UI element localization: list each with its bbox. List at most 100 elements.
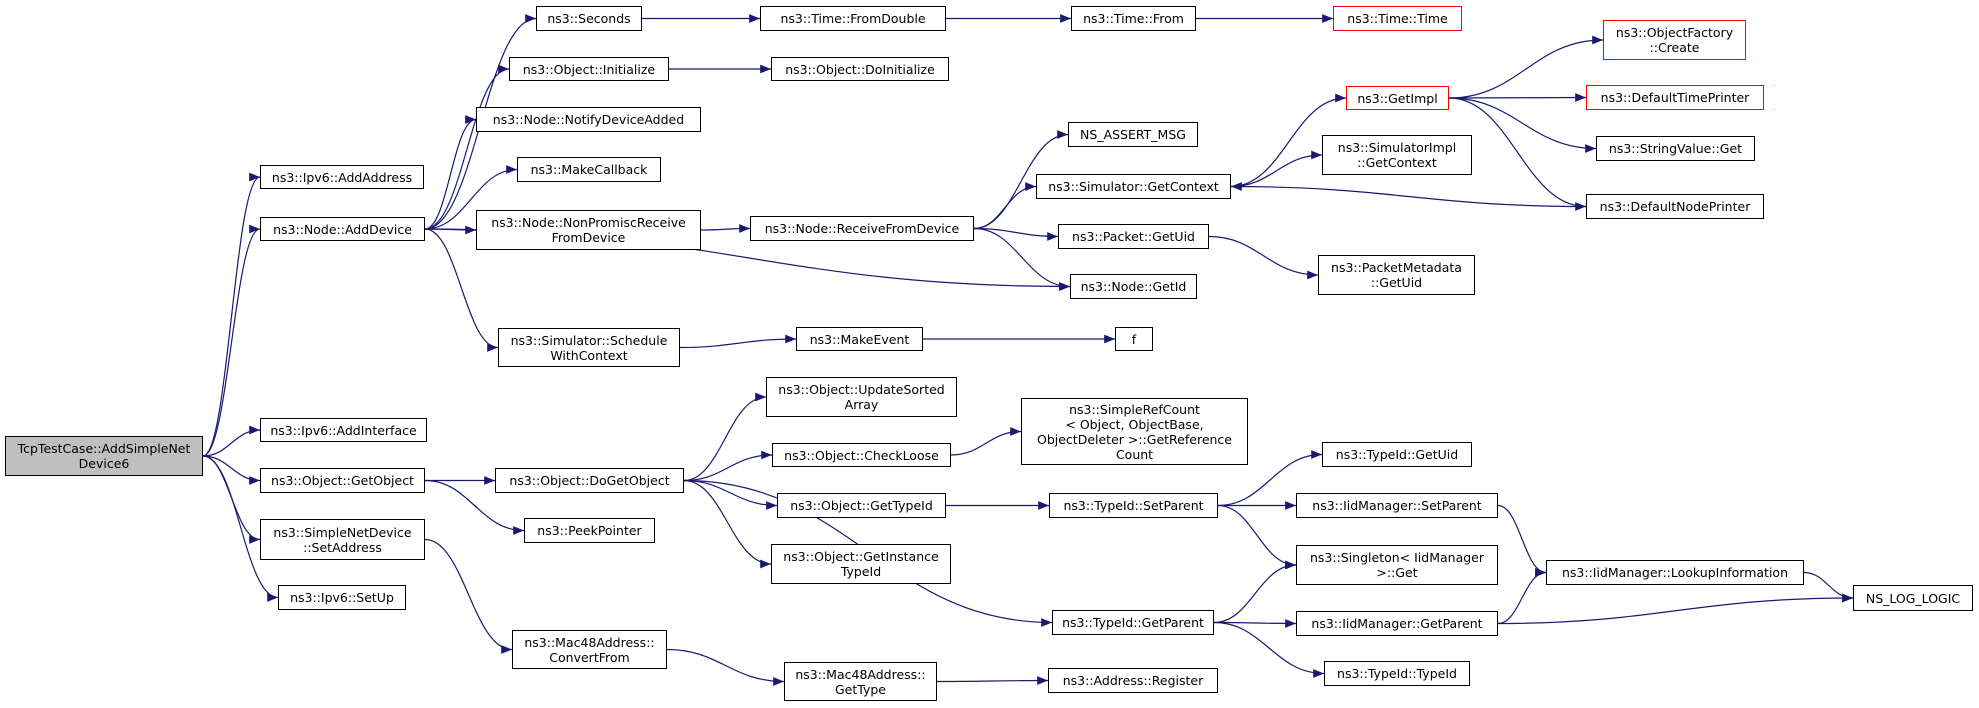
node-label-line: ns3::Node::NonPromiscReceive [491,215,686,230]
node-defaulttimeprinter[interactable]: ns3::DefaultTimePrinter [1586,85,1764,110]
node-node-getid[interactable]: ns3::Node::GetId [1070,274,1197,299]
node-label-line: ns3::Object::DoGetObject [509,473,670,488]
node-simplerefcount[interactable]: ns3::SimpleRefCount< Object, ObjectBase,… [1021,398,1248,465]
node-label-line: ns3::SimulatorImpl [1337,140,1457,155]
edge-node-adddevice-to-simulator-schedulewithcontext [424,228,499,352]
node-address-register[interactable]: ns3::Address::Register [1048,668,1218,693]
node-mac48-convertfrom[interactable]: ns3::Mac48Address::ConvertFrom [512,630,667,669]
node-packetmetadata-getuid[interactable]: ns3::PacketMetadata::GetUid [1318,255,1475,295]
edge-node-receivefromdevice-to-simulator-getcontext [973,182,1037,230]
edge-getimpl-to-defaultnodeprinter [1448,97,1587,211]
edge-typeid-setparent-to-typeid-getuid [1217,450,1323,507]
edge-mac48-convertfrom-to-mac48-gettype [666,648,785,686]
node-packet-getuid[interactable]: ns3::Packet::GetUid [1058,224,1209,249]
node-label-line: ConvertFrom [549,649,630,665]
node-typeid-getparent[interactable]: ns3::TypeId::GetParent [1052,610,1214,635]
node-ipv6-addinterface[interactable]: ns3::Ipv6::AddInterface [260,418,427,442]
node-typeid-getuid[interactable]: ns3::TypeId::GetUid [1322,442,1472,467]
node-makeevent[interactable]: ns3::MakeEvent [796,327,923,351]
node-label-line: FromDevice [551,230,626,245]
node-label-line: ns3::Mac48Address:: [524,634,655,650]
node-label-line: ns3::SimpleNetDevice [273,524,412,540]
node-label-line: TypeId [840,564,882,579]
node-typeid-typeid[interactable]: ns3::TypeId::TypeId [1324,661,1470,686]
edge-simulator-getcontext-to-simulatorimpl-getcontext [1230,150,1323,188]
node-object-initialize[interactable]: ns3::Object::Initialize [509,57,669,81]
node-label-line: ns3::Object::GetObject [271,473,414,488]
node-label-line: ns3::Object::Initialize [522,61,656,77]
edge-typeid-getparent-to-typeid-typeid [1213,621,1325,678]
node-ns-assert-msg[interactable]: NS_ASSERT_MSG [1068,122,1198,147]
node-iidmanager-setparent[interactable]: ns3::IidManager::SetParent [1296,493,1498,518]
node-typeid-setparent[interactable]: ns3::TypeId::SetParent [1049,493,1218,518]
edge-node-receivefromdevice-to-packet-getuid [973,227,1059,241]
node-singleton-get[interactable]: ns3::Singleton< IidManager>::Get [1296,545,1498,585]
node-object-getobject[interactable]: ns3::Object::GetObject [260,468,425,493]
node-label-line: f [1131,331,1137,347]
node-object-doinitialize[interactable]: ns3::Object::DoInitialize [771,57,949,81]
node-peekpointer[interactable]: ns3::PeekPointer [524,518,655,543]
node-label-line: ns3::Time::FromDouble [780,11,926,26]
node-label-line: ns3::SimpleRefCount [1069,401,1200,417]
node-makecallback[interactable]: ns3::MakeCallback [517,157,661,182]
node-objectfactory-create[interactable]: ns3::ObjectFactory::Create [1603,20,1746,60]
node-node-adddevice[interactable]: ns3::Node::AddDevice [260,217,425,241]
node-label-line: ns3::Object::GetInstance [783,549,939,564]
node-getimpl[interactable]: ns3::GetImpl [1346,86,1449,110]
edge-getimpl-to-defaulttimeprinter [1448,93,1587,102]
node-label-line: ns3::Address::Register [1062,673,1204,688]
node-simplenetdevice-setaddress[interactable]: ns3::SimpleNetDevice::SetAddress [260,519,425,560]
edge-simplenetdevice-setaddress-to-mac48-convertfrom [424,538,513,654]
node-seconds[interactable]: ns3::Seconds [536,6,642,31]
node-label-line: ns3::PeekPointer [537,523,642,538]
node-defaultnodeprinter[interactable]: ns3::DefaultNodePrinter [1586,194,1764,219]
node-ns-log-logic[interactable]: NS_LOG_LOGIC [1853,585,1973,611]
node-label-line: ns3::ObjectFactory [1615,25,1734,40]
node-label-line: Count [1115,446,1154,462]
node-label-line: >::Get [1376,565,1418,580]
node-simulator-getcontext[interactable]: ns3::Simulator::GetContext [1036,174,1231,199]
node-label-line: ::SetAddress [303,539,382,555]
node-iidmanager-getparent[interactable]: ns3::IidManager::GetParent [1296,611,1498,636]
node-object-dogetobject[interactable]: ns3::Object::DoGetObject [495,468,684,493]
node-label-line: ::Create [1649,40,1700,55]
node-node-receivefromdevice[interactable]: ns3::Node::ReceiveFromDevice [750,216,974,241]
node-label-line: ns3::TypeId::GetParent [1062,615,1204,630]
node-node-notifydeviceadded[interactable]: ns3::Node::NotifyDeviceAdded [476,107,701,132]
node-time-from[interactable]: ns3::Time::From [1071,6,1196,31]
edge-getimpl-to-objectfactory-create [1448,35,1604,99]
node-label-line: ns3::Object::GetTypeId [790,498,933,513]
node-label-line: ns3::Simulator::Schedule [510,332,668,348]
node-time-fromdouble[interactable]: ns3::Time::FromDouble [760,6,946,31]
node-ipv6-addaddress[interactable]: ns3::Ipv6::AddAddress [260,165,424,189]
node-time-time[interactable]: ns3::Time::Time [1333,6,1462,31]
node-stringvalue-get[interactable]: ns3::StringValue::Get [1596,136,1755,161]
node-label-line: ns3::Mac48Address:: [795,666,926,682]
node-label-line: ns3::MakeCallback [530,162,648,177]
edge-root-to-ipv6-addinterface [202,425,261,457]
edge-typeid-setparent-to-singleton-get [1217,504,1297,570]
node-label-line: ns3::GetImpl [1357,90,1438,106]
node-iidmanager-lookupinformation[interactable]: ns3::IidManager::LookupInformation [1546,560,1804,585]
edge-node-nonpromiscreceive-to-node-receivefromdevice [700,224,751,233]
node-object-gettypeid[interactable]: ns3::Object::GetTypeId [777,493,946,518]
node-object-checkloose[interactable]: ns3::Object::CheckLoose [772,443,951,467]
edge-object-dogetobject-to-object-checkloose [683,450,773,482]
node-label-line: ns3::MakeEvent [809,331,910,347]
node-ipv6-setup[interactable]: ns3::Ipv6::SetUp [278,585,406,610]
node-label-line: ns3::Simulator::GetContext [1048,179,1219,194]
node-label-line: Array [844,397,879,412]
node-label-line: ns3::Time::Time [1347,11,1448,26]
edge-root-to-object-getobject [202,455,261,485]
node-f[interactable]: f [1115,327,1153,351]
node-mac48-gettype[interactable]: ns3::Mac48Address::GetType [784,662,937,701]
node-simulatorimpl-getcontext[interactable]: ns3::SimulatorImpl::GetContext [1322,135,1472,175]
node-label-line: Device6 [78,456,130,471]
node-label-line: NS_ASSERT_MSG [1080,127,1186,142]
